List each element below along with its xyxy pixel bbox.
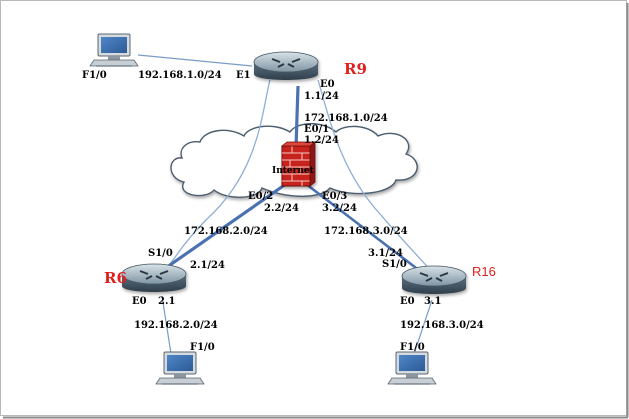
- r9-e1-label: E1: [236, 70, 251, 81]
- r6-lan-network-label: 192.168.2.0/24: [134, 320, 218, 331]
- pc3-interface-label: F1/0: [400, 342, 425, 353]
- r16-s10-label: S1/0: [382, 259, 407, 270]
- link-r6-pc2: [161, 295, 173, 361]
- firewall-icon: [280, 141, 317, 187]
- r16-fw-network-label: 172.168.3.0/24: [324, 226, 408, 237]
- r6-fw-network-label: 172.168.2.0/24: [184, 226, 268, 237]
- router-icon: [121, 263, 187, 292]
- r16-e0-address: 3.1: [424, 296, 441, 307]
- r16-name-label: R16: [472, 264, 496, 279]
- link-r16-pc3: [411, 299, 433, 361]
- link-firewall-r16: [305, 182, 425, 276]
- host-pc1[interactable]: [89, 33, 139, 67]
- link-r9-r6-lan: [165, 79, 271, 271]
- pc1-interface-label: F1/0: [82, 70, 107, 81]
- firewall-internet-label: Internet: [272, 166, 315, 176]
- host-pc3[interactable]: [387, 351, 437, 385]
- r9-name-label: R9: [344, 60, 367, 78]
- link-pc1-r9: [137, 54, 253, 67]
- router-icon: [253, 51, 319, 80]
- r6-s10-label: S1/0: [148, 248, 173, 259]
- fw-e01-address: 1.2/24: [304, 135, 339, 146]
- router-r9[interactable]: [253, 51, 319, 80]
- r16-s10-address: 3.1/24: [368, 248, 403, 259]
- link-firewall-r6: [159, 182, 287, 274]
- fw-e02-label: E0/2: [248, 191, 273, 202]
- r9-e0-address: 1.1/24: [304, 91, 339, 102]
- host-pc2[interactable]: [155, 351, 205, 385]
- fw-e01-label: E0/1: [304, 124, 329, 135]
- link-r9-firewall: [294, 85, 300, 149]
- router-r16[interactable]: [401, 265, 467, 294]
- labels: F1/0 192.168.1.0/24 E1 R9 E0 1.1/24 172.…: [82, 60, 496, 353]
- r9-fw-network-label: 172.168.1.0/24: [304, 113, 388, 124]
- links: [137, 54, 433, 361]
- router-r6[interactable]: [121, 263, 187, 292]
- pc-icon: [89, 33, 139, 67]
- r6-s10-address: 2.1/24: [190, 260, 225, 271]
- r9-lan-network-label: 192.168.1.0/24: [138, 70, 222, 81]
- fw-e03-label: E0/3: [322, 191, 347, 202]
- fw-e03-address: 3.2/24: [322, 203, 357, 214]
- r6-e0-label: E0: [132, 296, 147, 307]
- r16-lan-network-label: 192.168.3.0/24: [400, 320, 484, 331]
- r6-name-label: R6: [104, 269, 127, 287]
- pc-icon: [387, 351, 437, 385]
- link-r9-r16-lan: [317, 79, 433, 273]
- fw-e02-address: 2.2/24: [264, 203, 299, 214]
- pc-icon: [155, 351, 205, 385]
- r16-e0-label: E0: [400, 296, 415, 307]
- router-icon: [401, 265, 467, 294]
- pc2-interface-label: F1/0: [190, 342, 215, 353]
- r9-e0-label: E0: [320, 79, 335, 90]
- r6-e0-address: 2.1: [158, 296, 175, 307]
